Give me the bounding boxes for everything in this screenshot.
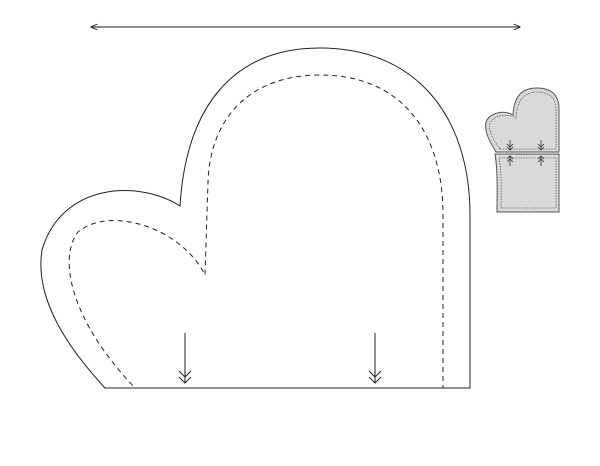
- grainline-arrow-right: [368, 333, 382, 384]
- mitten-thumbnail: [485, 87, 560, 213]
- mitten-outline: [40, 47, 471, 389]
- thumbnail-mitten-top: [485, 87, 560, 153]
- thumbnail-cuff: [494, 153, 560, 213]
- seam-allowance-line: [68, 74, 444, 389]
- grainline-arrow-left: [178, 333, 192, 384]
